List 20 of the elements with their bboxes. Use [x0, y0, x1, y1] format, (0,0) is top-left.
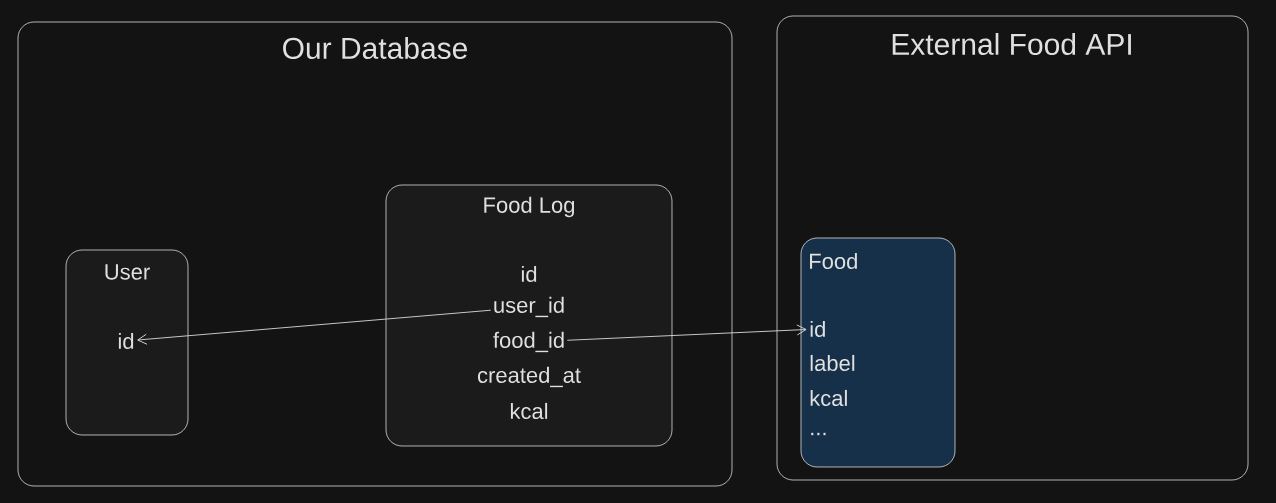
field-label: created_at: [477, 366, 581, 388]
field-label: id: [810, 320, 825, 338]
field-label: id: [521, 265, 537, 283]
field-label: kcal: [810, 389, 847, 407]
arrow: [137, 309, 492, 345]
box-title: Food: [810, 252, 857, 270]
field-label: label: [810, 354, 855, 372]
field-label: kcal: [510, 402, 548, 420]
field-label: food_id: [493, 331, 564, 353]
field-label: ...: [811, 432, 826, 436]
box-title: User: [105, 264, 150, 280]
table-box: [385, 184, 673, 447]
box-title: Food Log: [484, 196, 575, 218]
table-box: [65, 249, 189, 436]
table-box: [800, 237, 956, 468]
box-title: External Food API: [892, 33, 1131, 55]
field-label: id: [118, 332, 134, 350]
box-title: Our Database: [283, 37, 467, 59]
field-label: user_id: [494, 296, 564, 318]
arrow: [566, 324, 807, 341]
